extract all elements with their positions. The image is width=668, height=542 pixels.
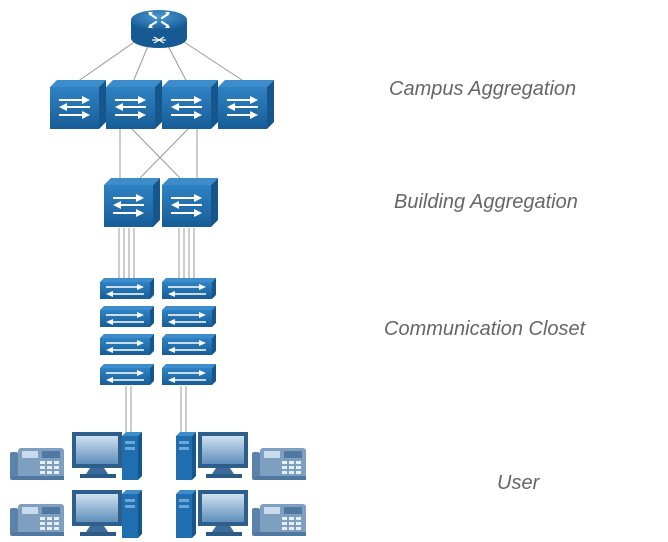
switch-icon [50,80,106,129]
link-router-campus-3 [167,45,188,83]
ip-phone-icon [252,504,306,536]
user-station-left-1 [10,432,142,480]
link-router-campus-1 [76,37,141,83]
link-campus3-building1 [139,126,191,179]
user-station-left-2 [10,490,142,538]
tower-pc-icon [176,432,196,480]
building-switch-1 [104,178,160,227]
switch-icon [218,80,274,129]
switch-icon [104,178,160,227]
closet-stack-right [162,278,216,385]
stack-switch-icon [162,334,216,355]
links-group [76,37,246,434]
campus-switch-3 [162,80,218,129]
monitor-icon [72,432,122,478]
router-icon [131,10,187,48]
switch-icon [162,80,218,129]
label-building-aggregation: Building Aggregation [394,191,578,213]
ip-phone-icon [10,448,64,480]
user-station-right-2 [176,490,306,538]
stack-switch-icon [162,364,216,385]
closet-stack-left [100,278,154,385]
monitor-icon [198,432,248,478]
tower-pc-icon [176,490,196,538]
tower-pc-icon [122,432,142,480]
stack-switch-icon [162,306,216,327]
stack-switch-icon [162,278,216,299]
link-router-campus-4 [177,37,246,83]
label-communication-closet: Communication Closet [384,318,586,340]
link-router-campus-2 [132,45,149,83]
campus-switch-4 [218,80,274,129]
ip-phone-icon [10,504,64,536]
stack-switch-icon [100,306,154,327]
ip-phone-icon [252,448,306,480]
stack-switch-icon [100,334,154,355]
campus-switch-1 [50,80,106,129]
switch-icon [106,80,162,129]
label-user: User [497,472,540,494]
user-station-right-1 [176,432,306,480]
switch-icon [162,178,218,227]
stack-switch-icon [100,364,154,385]
label-campus-aggregation: Campus Aggregation [389,78,577,100]
monitor-icon [72,490,122,536]
tower-pc-icon [122,490,142,538]
monitor-icon [198,490,248,536]
link-campus2-building2 [129,126,181,179]
building-switch-2 [162,178,218,227]
campus-switch-2 [106,80,162,129]
stack-switch-icon [100,278,154,299]
